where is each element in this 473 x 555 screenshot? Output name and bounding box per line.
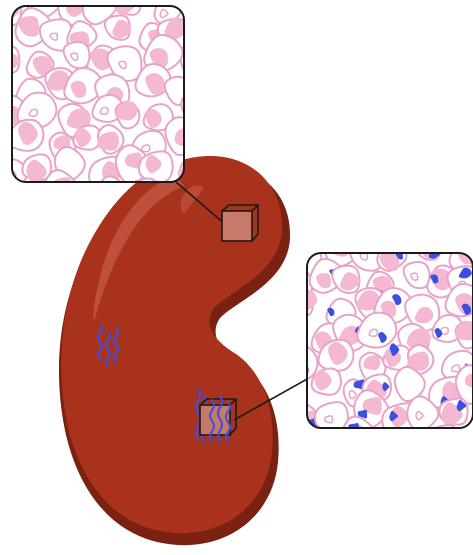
stain-spot xyxy=(290,305,302,315)
cell-nucleus xyxy=(441,430,457,447)
stain-spot xyxy=(280,316,292,325)
tissue-cell xyxy=(423,209,456,244)
tissue-cell xyxy=(0,124,8,162)
cell-nucleus xyxy=(271,358,291,381)
cell-nucleus xyxy=(189,59,210,78)
tissue-cell xyxy=(0,23,11,57)
stain-spot xyxy=(372,222,382,231)
tissue-cell xyxy=(0,148,1,174)
tissue-cell xyxy=(104,0,140,1)
cell-nucleus xyxy=(312,220,333,240)
tissue-cell xyxy=(202,0,234,20)
cell-vacuole xyxy=(230,80,237,88)
tissue-cell xyxy=(368,201,403,239)
tissue-cell xyxy=(5,182,38,212)
tissue-cell xyxy=(181,50,212,82)
cell-nucleus xyxy=(342,221,359,239)
cell-nucleus xyxy=(38,0,55,5)
tissue-cell xyxy=(364,430,396,460)
cell-nucleus xyxy=(190,0,210,15)
tissue-cell xyxy=(453,208,473,235)
cell-vacuole xyxy=(15,196,23,203)
cell-nucleus xyxy=(209,0,228,11)
cell-nucleus xyxy=(186,104,203,119)
tissue-cell xyxy=(72,183,109,217)
cell-nucleus xyxy=(0,191,8,211)
stain-spot xyxy=(445,438,456,450)
stain-spot xyxy=(411,440,418,447)
cell-vacuole xyxy=(268,304,276,311)
tissue-cell xyxy=(394,428,421,458)
cell-vacuole xyxy=(213,57,221,64)
tissue-cell xyxy=(0,183,8,213)
cell-vacuole xyxy=(106,192,113,200)
tissue-cell xyxy=(330,216,361,245)
cell-nucleus xyxy=(226,28,249,50)
tissue-cell xyxy=(188,76,216,101)
cell-vacuole xyxy=(298,257,305,264)
cell-nucleus xyxy=(406,214,428,237)
tissue-cell xyxy=(303,430,339,464)
cell-nucleus xyxy=(191,74,211,96)
tissue-cell xyxy=(0,71,3,96)
cell-nucleus xyxy=(0,69,7,90)
tissue-cell xyxy=(464,433,473,463)
tissue-cell xyxy=(206,44,236,72)
tissue-cell xyxy=(278,316,303,343)
cell-nucleus xyxy=(314,434,330,451)
stain-spot xyxy=(301,211,311,222)
cell-nucleus xyxy=(454,211,473,234)
sample-cube-top xyxy=(222,205,258,241)
cell-nucleus xyxy=(222,131,243,150)
tissue-cell xyxy=(0,103,6,134)
cell-nucleus xyxy=(279,431,297,448)
tissue-cell xyxy=(309,212,335,241)
tissue-cell xyxy=(185,125,223,159)
cell-vacuole xyxy=(197,141,205,148)
cell-nucleus xyxy=(281,275,304,297)
tissue-cell xyxy=(0,39,4,73)
tissue-cell xyxy=(222,23,257,58)
cell-nucleus xyxy=(216,111,236,134)
tissue-cell xyxy=(223,69,248,96)
tissue-cell xyxy=(181,92,211,125)
stain-spot xyxy=(324,226,333,234)
tissue-cell xyxy=(185,9,222,46)
stain-spot xyxy=(469,208,473,219)
stain-spot xyxy=(291,271,304,282)
tissue-cell xyxy=(398,213,434,247)
tissue-cell xyxy=(181,0,208,17)
tissue-cell xyxy=(272,374,303,409)
cell-vacuole xyxy=(285,327,292,335)
cell-nucleus xyxy=(80,186,99,208)
tissue-cell xyxy=(206,100,244,134)
tissue-cell xyxy=(261,347,299,381)
stain-spot xyxy=(430,214,441,224)
cell-nucleus xyxy=(378,209,395,225)
cell-nucleus xyxy=(395,438,416,458)
stain-spot xyxy=(332,236,342,246)
kidney xyxy=(59,156,290,545)
tissue-cell xyxy=(261,291,291,319)
